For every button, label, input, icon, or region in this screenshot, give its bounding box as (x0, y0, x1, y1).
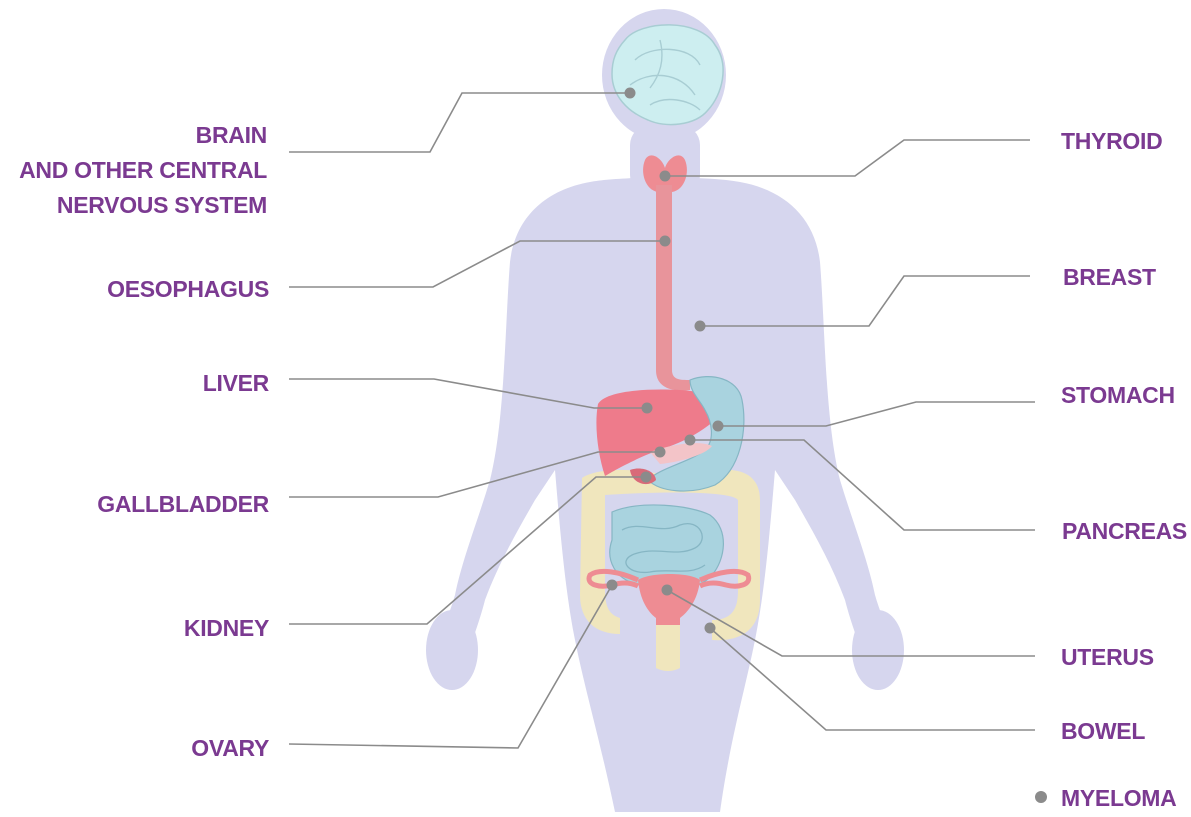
label-brain-line3: NERVOUS SYSTEM (19, 188, 267, 223)
dot-thyroid (660, 171, 671, 182)
label-thyroid: THYROID (1061, 124, 1162, 158)
leader-brain (289, 93, 630, 152)
dot-liver (642, 403, 653, 414)
label-brain: BRAIN AND OTHER CENTRAL NERVOUS SYSTEM (19, 118, 267, 223)
label-ovary: OVARY (191, 731, 269, 765)
dot-gallbladder (655, 447, 666, 458)
dot-uterus (662, 585, 673, 596)
dot-pancreas (685, 435, 696, 446)
label-bowel: BOWEL (1061, 714, 1145, 748)
leader-thyroid (665, 140, 1030, 176)
dot-stomach (713, 421, 724, 432)
label-kidney: KIDNEY (184, 611, 269, 645)
label-brain-line1: BRAIN (19, 118, 267, 153)
label-pancreas: PANCREAS (1062, 514, 1187, 548)
dot-oesophagus (660, 236, 671, 247)
label-uterus: UTERUS (1061, 640, 1154, 674)
dot-breast (695, 321, 706, 332)
legend-myeloma-label: MYELOMA (1061, 781, 1176, 815)
label-liver: LIVER (203, 366, 269, 400)
dot-bowel (705, 623, 716, 634)
dot-kidney (641, 472, 652, 483)
dot-ovary (607, 580, 618, 591)
label-stomach: STOMACH (1061, 378, 1175, 412)
label-oesophagus: OESOPHAGUS (107, 272, 269, 306)
dot-brain (625, 88, 636, 99)
label-gallbladder: GALLBLADDER (97, 487, 269, 521)
label-breast: BREAST (1063, 260, 1156, 294)
label-brain-line2: AND OTHER CENTRAL (19, 153, 267, 188)
legend-myeloma-dot (1035, 791, 1047, 803)
